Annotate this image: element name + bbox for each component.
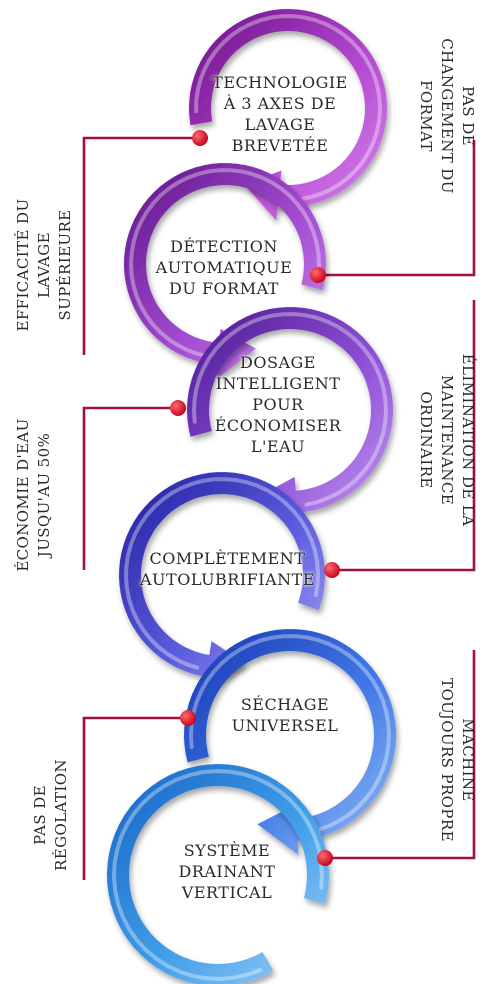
loop-highlight-4 xyxy=(123,477,321,670)
connector-line-6 xyxy=(325,650,476,860)
connector-dot-3 xyxy=(180,710,196,726)
step-universal-drying: SÉCHAGE UNIVERSEL xyxy=(231,695,339,735)
step-patented-washing-technology: TECHNOLOGIE À 3 AXES DE LAVAGE BREVETÉE xyxy=(212,73,348,155)
label-no-format-change: PAS DE CHANGEMENT DU FORMAT xyxy=(417,38,477,194)
connector-dot-1 xyxy=(192,130,208,146)
connector-line-3 xyxy=(82,716,188,880)
step-self-lubricating: COMPLÈTEMENT AUTOLUBRIFIANTE xyxy=(139,549,315,589)
loop-arrow-3 xyxy=(187,307,393,527)
connector-dot-5 xyxy=(324,562,340,578)
connector-dot-2 xyxy=(170,400,186,416)
loop-arrow-2 xyxy=(124,163,326,379)
connector-line-1 xyxy=(82,136,200,355)
label-machine-always-clean: MACHINE TOUJOURS PROPRE xyxy=(438,678,477,842)
loop-highlight-2 xyxy=(128,168,322,359)
connector-line-5 xyxy=(332,300,476,572)
step-intelligent-dosing: DOSAGE INTELLIGENT POUR ÉCONOMISER L'EAU xyxy=(214,353,342,456)
loop-arrow-1 xyxy=(189,9,387,221)
label-no-ordinary-maintenance: ÉLIMINATION DE LA MAINTENANCE ORDINAIRE xyxy=(417,353,477,527)
loop-highlight-5 xyxy=(188,634,392,835)
label-water-saving: ÉCONOMIE D'EAU JUSQU'AU 50% xyxy=(14,418,53,572)
label-superior-washing-efficiency: EFFICACITÉ DU LAVAGE SUPÉRIEURE xyxy=(14,198,74,332)
connector-line-2 xyxy=(82,406,178,570)
step-vertical-drain-system: SYSTÈME DRAINANT VERTICAL xyxy=(178,841,276,902)
label-no-regulation: PAS DE RÉGOLATION xyxy=(31,759,70,871)
loop-highlight-1 xyxy=(194,14,383,202)
loop-highlight-3 xyxy=(191,312,389,507)
step-automatic-format-detection: DÉTECTION AUTOMATIQUE DU FORMAT xyxy=(155,237,293,298)
connector-dot-4 xyxy=(310,267,326,283)
connector-line-4 xyxy=(318,140,476,277)
connector-dot-6 xyxy=(317,850,333,866)
loop-highlight-6 xyxy=(111,768,325,982)
